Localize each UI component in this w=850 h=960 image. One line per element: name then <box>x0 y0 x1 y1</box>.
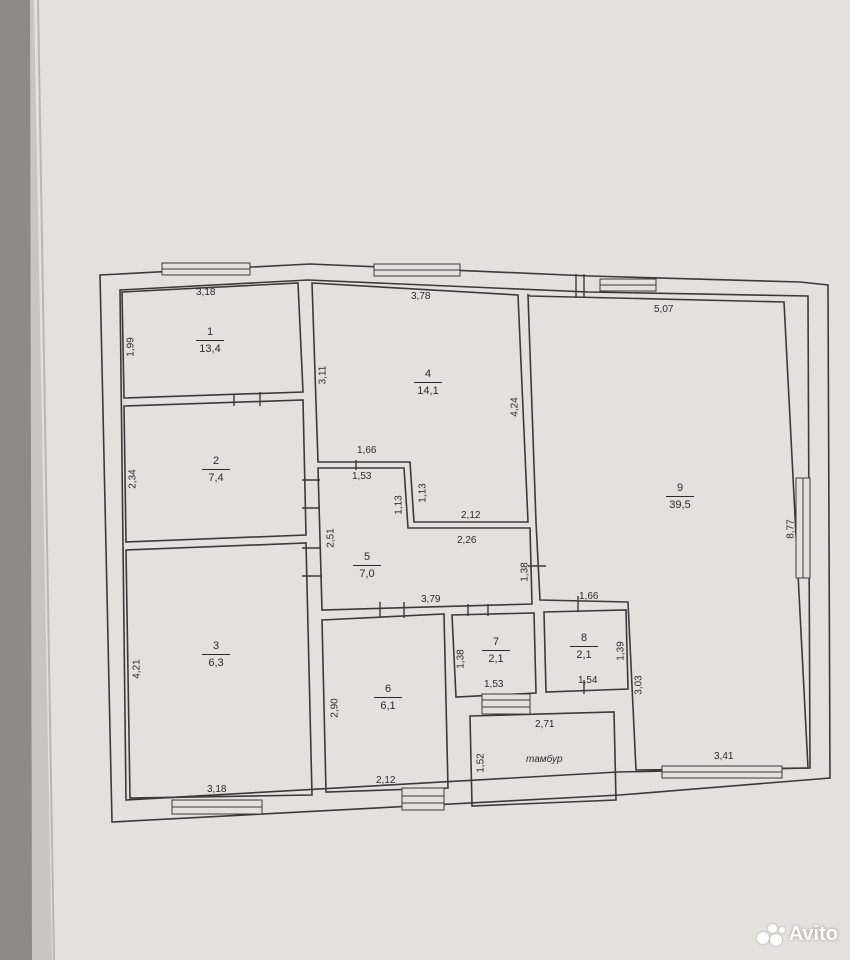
room-5-outline <box>317 467 533 611</box>
room-4-area: 14,1 <box>417 385 439 397</box>
dim-tambur-width: 2,71 <box>535 719 555 730</box>
room-5-area: 7,0 <box>359 568 375 580</box>
dim-r8-bottom: 1,54 <box>578 675 598 686</box>
dim-r2-height: 2,34 <box>127 469 139 489</box>
dim-r4-left: 3,11 <box>317 365 329 385</box>
window-room-6 <box>401 787 445 811</box>
room-6-number: 6 <box>374 684 402 698</box>
vestibule-label: тамбур <box>526 754 563 765</box>
room-2-area: 7,4 <box>208 472 224 484</box>
dim-hall-mid: 2,26 <box>457 535 477 546</box>
dim-r7-bottom: 1,53 <box>484 679 504 690</box>
dim-hall-left: 2,51 <box>325 528 337 548</box>
vestibule-outline <box>469 711 617 807</box>
room-7-number: 7 <box>482 637 510 651</box>
dim-r1-width: 3,18 <box>207 784 227 795</box>
paper-sheet <box>34 0 850 960</box>
room-7-area: 2,1 <box>488 653 504 665</box>
dim-hall-bottom: 3,79 <box>421 594 441 605</box>
dim-hall-step-right: 1,13 <box>417 483 429 503</box>
dim-r8-right: 1,39 <box>615 641 627 661</box>
avito-watermark: Avito <box>756 923 838 946</box>
dim-r9-bottom: 3,41 <box>714 751 734 762</box>
room-8-area: 2,1 <box>576 649 592 661</box>
dim-r9-width: 5,07 <box>654 304 674 315</box>
room-2-outline <box>123 399 307 543</box>
room-7-outline <box>451 612 537 698</box>
dim-r9-lower-left: 3,03 <box>633 675 645 695</box>
dim-r7-left: 1,38 <box>455 649 467 669</box>
room-1-area: 6,3 <box>208 657 224 669</box>
dim-hall-right: 1,38 <box>519 562 531 582</box>
dim-r6-height: 2,90 <box>329 698 341 718</box>
room-4-number: 4 <box>414 369 442 383</box>
room-9-area: 39,5 <box>669 499 691 511</box>
dim-r4-bottom: 2,12 <box>461 510 481 521</box>
avito-logo-text: Avito <box>788 923 838 945</box>
avito-logo-icon <box>756 923 785 946</box>
dim-r9-right: 8,77 <box>785 519 797 539</box>
room-9-number: 9 <box>666 483 694 497</box>
room-3-outline <box>121 282 304 399</box>
room-4-outline <box>311 282 529 523</box>
dim-r1-height: 4,21 <box>131 659 143 679</box>
door-marks <box>233 274 585 694</box>
dim-r4-width: 3,78 <box>411 291 431 302</box>
dim-r6-width: 2,12 <box>376 775 396 786</box>
dim-tambur-height: 1,52 <box>475 753 487 773</box>
room-6-area: 6,1 <box>380 700 396 712</box>
dim-r3-width: 3,18 <box>196 287 216 298</box>
dim-hall-inner: 1,53 <box>352 471 372 482</box>
room-9-outline <box>527 293 809 771</box>
window-vestibule <box>481 693 531 715</box>
dim-r4-right: 4,24 <box>509 397 521 417</box>
room-5-number: 5 <box>353 552 381 566</box>
room-8-outline <box>543 609 629 693</box>
dim-hall-top: 1,66 <box>357 445 377 456</box>
dim-r3-height: 1,99 <box>125 337 137 357</box>
dim-hall-step-left: 1,13 <box>393 495 405 515</box>
room-2-number: 2 <box>202 456 230 470</box>
room-3-area: 13,4 <box>199 343 221 355</box>
room-8-number: 8 <box>570 633 598 647</box>
room-1-number: 3 <box>202 641 230 655</box>
dim-r8-top: 1,66 <box>579 591 599 602</box>
room-1-outline <box>125 542 313 799</box>
room-3-number: 1 <box>196 327 224 341</box>
windows <box>161 262 811 815</box>
